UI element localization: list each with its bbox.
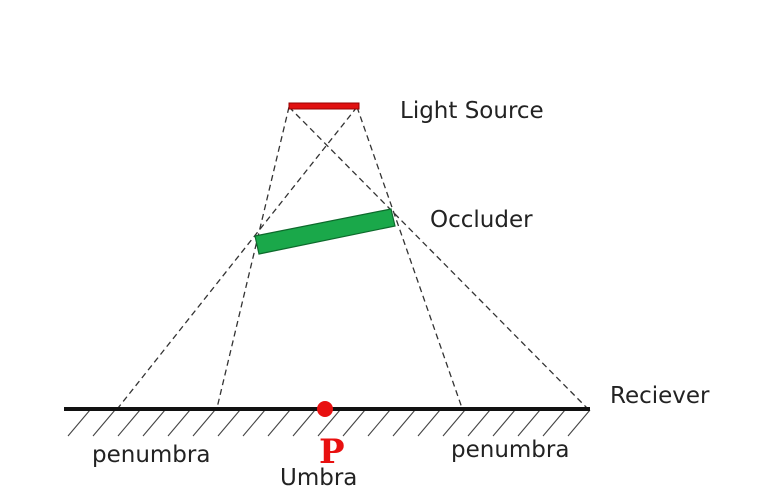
ray-left-inner	[216, 106, 290, 409]
ray-right-outer	[288, 106, 588, 409]
occluder	[254, 208, 396, 255]
label-umbra: Umbra	[280, 465, 357, 491]
label-light-source: Light Source	[400, 98, 544, 124]
projection-rays	[117, 106, 588, 409]
receiver-hatching	[67, 409, 591, 437]
point-p-marker	[317, 401, 333, 417]
label-occluder: Occluder	[430, 207, 533, 233]
light-source	[288, 102, 360, 110]
ray-right-inner	[356, 106, 463, 409]
ray-left-outer	[117, 106, 358, 409]
label-penumbra-left: penumbra	[92, 442, 210, 468]
label-point-p: P	[319, 432, 345, 472]
label-receiver: Reciever	[610, 383, 710, 409]
label-penumbra-right: penumbra	[451, 437, 569, 463]
